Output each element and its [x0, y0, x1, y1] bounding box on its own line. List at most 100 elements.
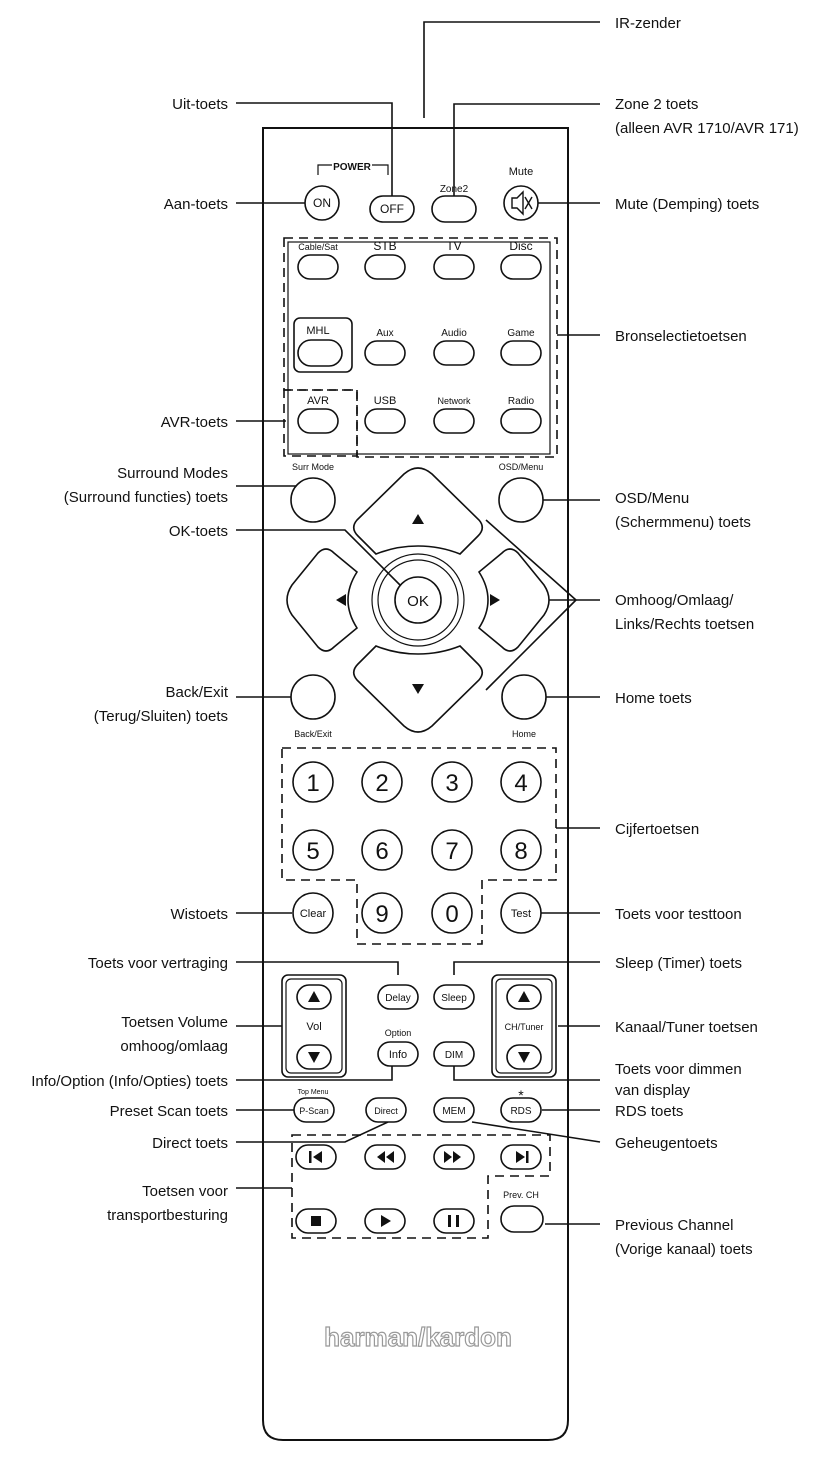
- play-button[interactable]: [364, 1208, 406, 1234]
- left-arrow-icon: [336, 594, 346, 606]
- leader-uit: [236, 102, 393, 203]
- label-dim: Toets voor dimmen: [615, 1061, 742, 1078]
- volume-down-button[interactable]: [296, 1044, 332, 1070]
- ok-label: OK: [407, 593, 429, 610]
- surr-mode-button[interactable]: [290, 477, 336, 523]
- tv-label: TV: [446, 239, 461, 253]
- mhl-button[interactable]: [297, 339, 343, 367]
- leader-dim: [453, 1065, 600, 1081]
- next-track-button[interactable]: [500, 1144, 542, 1170]
- number-pad: 1 2 3 4 5 6 7 8 9 0 Clear Test: [281, 747, 557, 945]
- digit-button-2[interactable]: 2: [361, 761, 403, 803]
- label-uit-toets: Uit-toets: [172, 96, 228, 113]
- up-button[interactable]: [352, 467, 484, 555]
- mute-icon: [511, 190, 533, 216]
- mhl-label: MHL: [306, 325, 329, 337]
- zone2-label: Zone2: [440, 184, 469, 195]
- label-transport-sub: transportbesturing: [107, 1207, 228, 1224]
- home-label: Home: [512, 729, 536, 739]
- prev-ch-button[interactable]: [500, 1205, 544, 1233]
- channel-down-button[interactable]: [506, 1044, 542, 1070]
- cable-sat-button[interactable]: [297, 254, 339, 280]
- p-scan-button[interactable]: P-Scan: [293, 1097, 335, 1123]
- audio-button[interactable]: [433, 340, 475, 366]
- channel-up-button[interactable]: [506, 984, 542, 1010]
- info-button[interactable]: Info: [377, 1041, 419, 1067]
- left-button[interactable]: [286, 548, 359, 652]
- back-exit-button[interactable]: [290, 674, 336, 720]
- rds-button[interactable]: RDS: [500, 1097, 542, 1123]
- label-back: Back/Exit: [165, 684, 228, 701]
- leader-lines: [236, 21, 601, 1225]
- osd-menu-button[interactable]: [498, 477, 544, 523]
- mute-button[interactable]: Mute: [503, 166, 539, 221]
- tv-button[interactable]: [433, 254, 475, 280]
- usb-button[interactable]: [364, 408, 406, 434]
- test-button[interactable]: Test: [500, 892, 542, 934]
- numpad-outline: [281, 747, 557, 945]
- label-back-sub: (Terug/Sluiten) toets: [94, 708, 228, 725]
- zone2-button[interactable]: Zone2: [431, 184, 477, 223]
- sleep-button[interactable]: Sleep: [433, 984, 475, 1010]
- off-button[interactable]: OFF: [369, 195, 415, 223]
- rewind-button[interactable]: [364, 1144, 406, 1170]
- home-button[interactable]: [501, 674, 547, 720]
- label-avr-toets: AVR-toets: [161, 414, 228, 431]
- on-button[interactable]: ON: [304, 185, 340, 221]
- digit-button-1[interactable]: 1: [292, 761, 334, 803]
- disc-button[interactable]: [500, 254, 542, 280]
- stb-button[interactable]: [364, 254, 406, 280]
- leader-nav-down: [485, 599, 577, 691]
- leader-ir: [423, 21, 600, 118]
- function-row: Top Menu P-Scan Direct MEM * RDS: [293, 1087, 542, 1123]
- stop-button[interactable]: [295, 1208, 337, 1234]
- digit-label: 1: [306, 770, 319, 797]
- leader-info: [236, 1066, 393, 1081]
- clear-button[interactable]: Clear: [292, 892, 334, 934]
- label-surround: Surround Modes: [117, 465, 228, 482]
- ok-button[interactable]: OK: [394, 576, 442, 624]
- delay-label: Delay: [385, 993, 411, 1004]
- network-button[interactable]: [433, 408, 475, 434]
- digit-button-8[interactable]: 8: [500, 829, 542, 871]
- volume-up-button[interactable]: [296, 984, 332, 1010]
- sleep-label: Sleep: [441, 993, 467, 1004]
- pause-button[interactable]: [433, 1208, 475, 1234]
- source-panel: [287, 241, 551, 455]
- avr-button[interactable]: [297, 408, 339, 434]
- game-button[interactable]: [500, 340, 542, 366]
- digit-button-0[interactable]: 0: [431, 892, 473, 934]
- previous-track-button[interactable]: [295, 1144, 337, 1170]
- digit-button-4[interactable]: 4: [500, 761, 542, 803]
- audio-label: Audio: [441, 328, 467, 339]
- digit-button-7[interactable]: 7: [431, 829, 473, 871]
- option-label: Option: [385, 1028, 412, 1038]
- mem-button[interactable]: MEM: [433, 1097, 475, 1123]
- digit-button-5[interactable]: 5: [292, 829, 334, 871]
- aux-button[interactable]: [364, 340, 406, 366]
- avr-label: AVR: [307, 395, 329, 407]
- dim-button[interactable]: DIM: [433, 1041, 475, 1067]
- digit-button-3[interactable]: 3: [431, 761, 473, 803]
- navigation-section: Surr Mode OSD/Menu OK Back/Exit Home: [286, 462, 550, 739]
- channel-inner-frame: [495, 978, 553, 1074]
- test-label: Test: [511, 908, 531, 920]
- delay-button[interactable]: Delay: [377, 984, 419, 1010]
- right-button[interactable]: [477, 548, 550, 652]
- power-label: POWER: [333, 162, 372, 173]
- digit-label: 5: [306, 838, 319, 865]
- usb-label: USB: [374, 395, 397, 407]
- direct-button[interactable]: Direct: [365, 1097, 407, 1123]
- off-label: OFF: [380, 202, 404, 216]
- down-arrow-icon: [518, 1052, 530, 1063]
- label-nav-sub: Links/Rechts toetsen: [615, 616, 754, 633]
- radio-button[interactable]: [500, 408, 542, 434]
- digit-button-6[interactable]: 6: [361, 829, 403, 871]
- game-label: Game: [507, 328, 535, 339]
- skip-forward-icon: [516, 1151, 529, 1163]
- fast-forward-button[interactable]: [433, 1144, 475, 1170]
- digit-button-9[interactable]: 9: [361, 892, 403, 934]
- label-dim-sub: van display: [615, 1082, 691, 1099]
- digit-label: 9: [375, 901, 388, 928]
- label-aan-toets: Aan-toets: [164, 196, 228, 213]
